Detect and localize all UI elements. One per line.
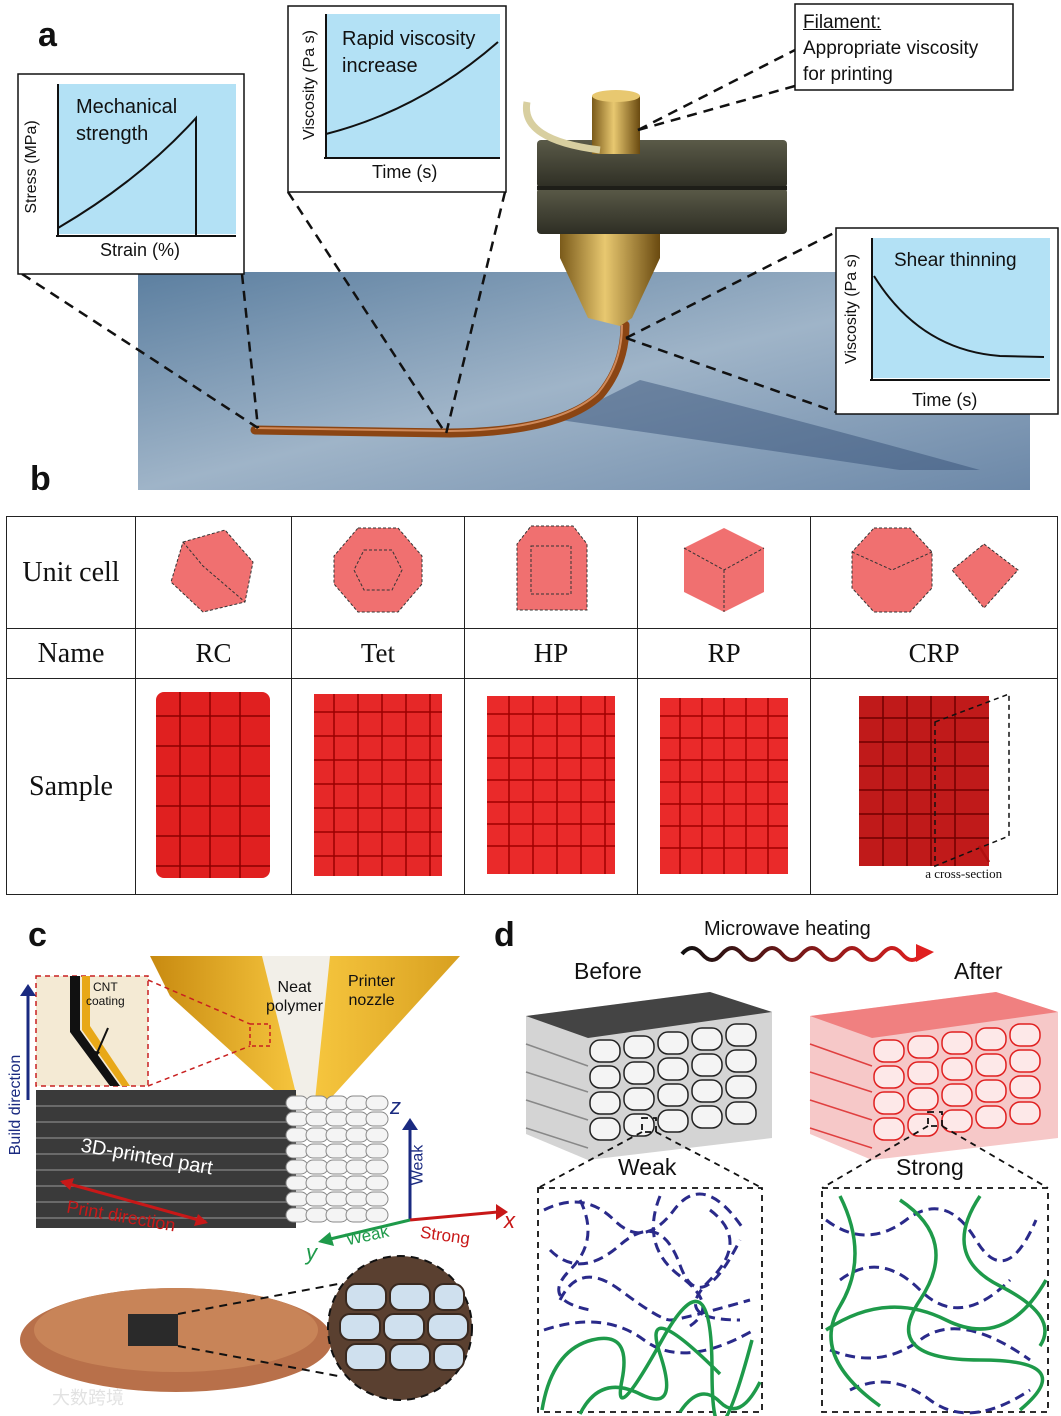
watermark: 大数跨境 (52, 1388, 124, 1408)
name-crp: CRP (810, 628, 1058, 679)
lattice-table: Unit cell Name RC Tet HP RP CRP Sample (6, 516, 1058, 895)
printed-part-rods (36, 1090, 389, 1228)
neat-polymer-label: Neat polymer (266, 979, 323, 1015)
sample-hp (463, 678, 639, 895)
after-dashed-chains (825, 1207, 1038, 1415)
row-label-sample: Sample (6, 678, 136, 895)
panel-a-illustration (17, 3, 1059, 490)
filament-callout-text: Filament: Appropriate viscosity for prin… (803, 12, 979, 85)
strong-label: Strong (896, 1154, 964, 1180)
shear-inset-ylabel: Viscosity (Pa s) (843, 254, 860, 364)
stress-inset-ylabel: Stress (MPa) (23, 120, 40, 214)
stress-inset-xlabel: Strain (%) (100, 240, 181, 260)
after-solid-chains (825, 1195, 1048, 1412)
unit-cell-crp (810, 516, 1058, 629)
filament-callout-box (794, 3, 1014, 91)
panel-b-label: b (30, 460, 51, 498)
unit-cell-hp (463, 516, 639, 629)
neat-polymer-core (262, 956, 330, 1110)
inset-stress-strain (17, 73, 245, 275)
sample-rp (637, 678, 812, 895)
build-direction-label: Build direction (7, 1054, 24, 1156)
stress-inset-text: Mechanical strength (76, 96, 178, 145)
after-chain-box (821, 1187, 1049, 1413)
panel-c-label: c (28, 916, 47, 954)
unit-cell-tet (290, 516, 466, 629)
feed-tube (592, 96, 640, 154)
panel-c-illustration (20, 956, 508, 1401)
sample-tet (290, 678, 466, 895)
before-dashed-chains (543, 1192, 755, 1355)
microwave-arrow (680, 946, 924, 962)
panel-a-label: a (38, 16, 57, 54)
after-block (809, 992, 1058, 1160)
weak-label: Weak (618, 1154, 677, 1180)
unit-cell-rc (135, 516, 292, 629)
shear-inset-text: Shear thinning (894, 250, 1017, 271)
before-label: Before (574, 958, 642, 984)
name-rp: RP (637, 628, 812, 679)
axis-x-label: x (504, 1208, 515, 1233)
cross-section-label: a cross-section (925, 866, 1003, 881)
nozzle-cone (560, 230, 660, 326)
inset-shear-thinning (835, 227, 1059, 415)
unit-cell-rp (637, 516, 812, 629)
filament-strand (250, 320, 630, 438)
microwave-heating-label: Microwave heating (704, 918, 871, 940)
panel-d-illustration (525, 944, 1058, 1416)
axis-z-label: z (390, 1094, 401, 1119)
row-label-name: Name (6, 628, 136, 679)
viscosity-inset-ylabel: Viscosity (Pa s) (301, 30, 318, 140)
printer-nozzle-label: Printer nozzle (348, 973, 396, 1009)
name-rc: RC (135, 628, 292, 679)
panel-d-label: d (494, 916, 515, 954)
before-chain-box (537, 1187, 763, 1413)
row-label-unit-cell: Unit cell (6, 516, 136, 629)
cnt-coating-label: CNT coating (86, 980, 125, 1008)
before-solid-chains (540, 1299, 762, 1416)
weak-z-label: Weak (409, 1144, 427, 1186)
after-label: After (954, 958, 1003, 984)
name-hp: HP (463, 628, 639, 679)
axis-y-label: y (306, 1240, 317, 1265)
sample-crp: a cross-section (810, 678, 1058, 895)
micro-part-on-coin (128, 1314, 178, 1346)
viscosity-inset-text: Rapid viscosity increase (342, 28, 476, 77)
shear-inset-xlabel: Time (s) (912, 390, 978, 410)
inset-viscosity-rise (287, 5, 507, 193)
name-tet: Tet (290, 628, 466, 679)
sample-rc (135, 678, 292, 895)
before-block (525, 992, 772, 1160)
viscosity-inset-xlabel: Time (s) (372, 162, 438, 182)
